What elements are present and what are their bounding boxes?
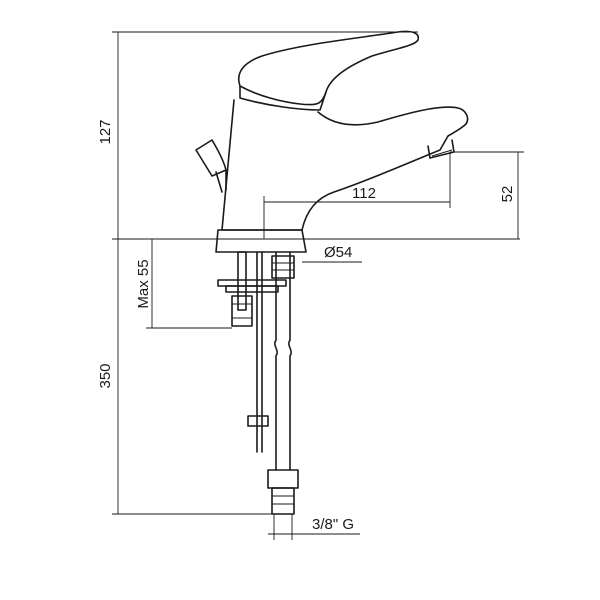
drain-rod <box>247 251 269 453</box>
threaded-stud <box>237 251 247 311</box>
lever-handle <box>238 30 420 106</box>
fixing-nut <box>231 295 253 327</box>
washer-plate <box>225 285 279 293</box>
faucet-body <box>195 30 469 253</box>
dimension-lines <box>112 31 524 535</box>
dim-spout-reach: 112 <box>352 185 376 202</box>
dim-max-deck-thickness: Max 55 <box>135 259 152 308</box>
drain-knob <box>195 139 227 193</box>
dim-height-top: 127 <box>97 119 114 144</box>
dim-base-diameter: Ø54 <box>324 244 352 261</box>
dim-connection-thread: 3/8" G <box>312 516 354 533</box>
base-flange <box>215 229 307 253</box>
aerator <box>427 139 455 159</box>
cartridge-cap <box>239 85 327 111</box>
supply-hose <box>267 251 299 515</box>
spout-body <box>221 99 469 231</box>
dim-height-bottom: 350 <box>97 363 114 388</box>
dim-spout-height: 52 <box>499 186 516 203</box>
mounting-hardware <box>217 251 299 540</box>
